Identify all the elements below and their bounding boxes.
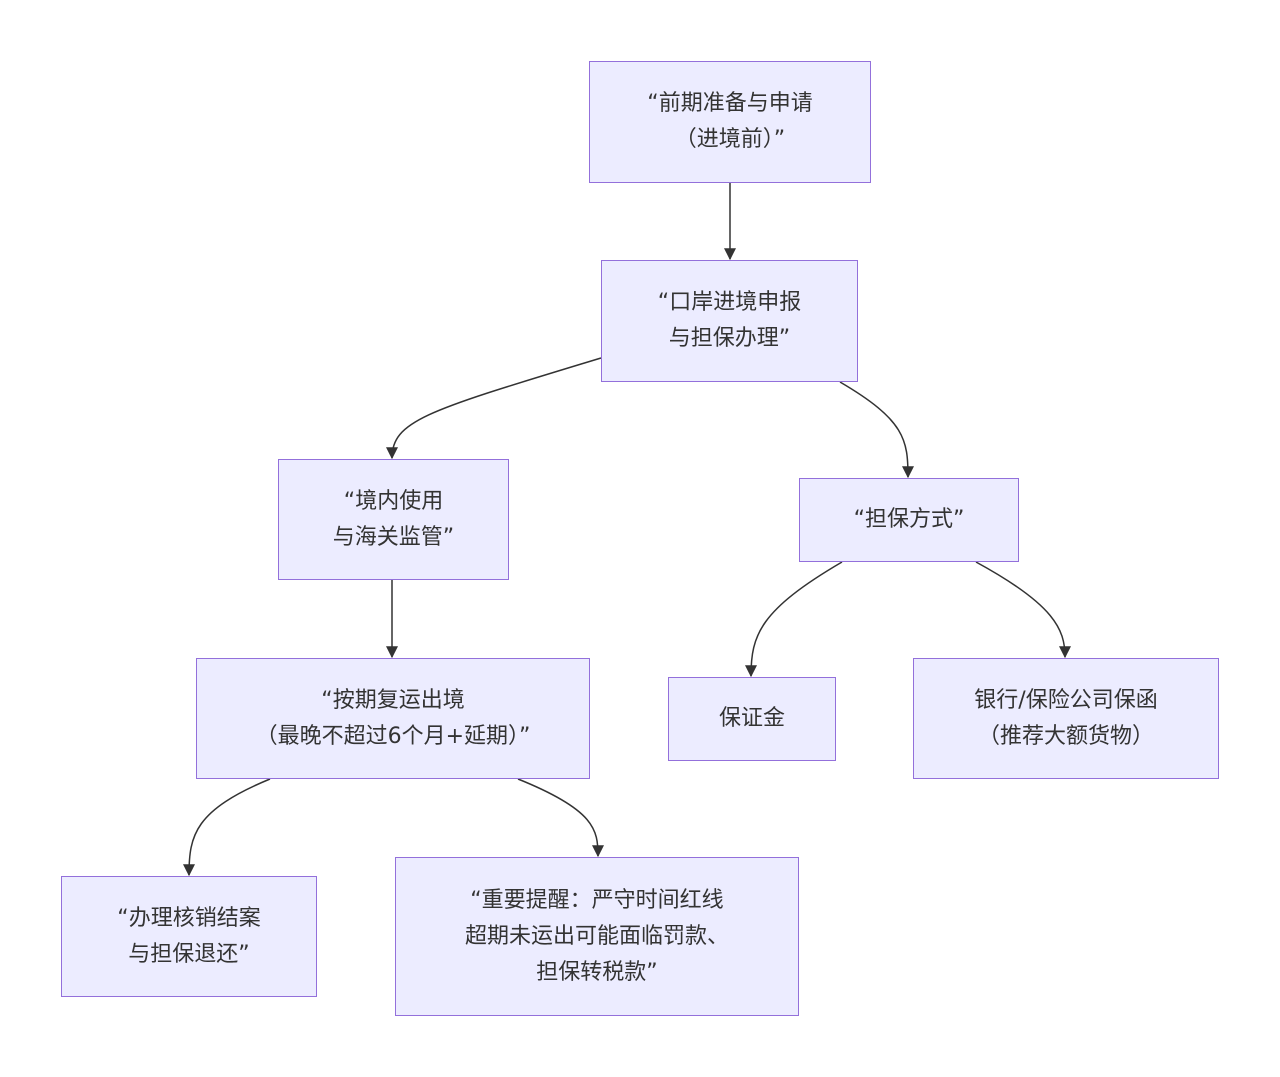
- node-guarantee-methods: “担保方式”: [799, 478, 1019, 562]
- node-line: “重要提醒：严守时间红线: [470, 887, 724, 913]
- edge-n4-n7: [975, 561, 1071, 659]
- node-bank-insurance-guarantee: 银行/保险公司保函 （推荐大额货物）: [913, 658, 1219, 779]
- node-line: “按期复运出境: [321, 687, 465, 713]
- node-line: 保证金: [718, 706, 785, 731]
- edge-n2-n4: [839, 381, 914, 479]
- node-line: 超期未运出可能面临罚款、: [464, 923, 729, 949]
- node-line: （进境前）”: [674, 127, 786, 152]
- node-port-entry-declaration: “口岸进境申报 与担保办理”: [601, 260, 858, 382]
- edge-n5-n9: [517, 778, 604, 858]
- node-line: 与海关监管”: [332, 524, 455, 550]
- node-timely-re-export: “按期复运出境 （最晚不超过6个月+延期）”: [196, 658, 590, 779]
- node-important-reminder: “重要提醒：严守时间红线 超期未运出可能面临罚款、 担保转税款”: [395, 857, 799, 1016]
- node-closing-refund: “办理核销结案 与担保退还”: [61, 876, 317, 997]
- node-line: （推荐大额货物）: [977, 723, 1154, 749]
- node-domestic-use-supervision: “境内使用 与海关监管”: [278, 459, 509, 580]
- node-line: 银行/保险公司保函: [974, 687, 1158, 713]
- node-preparation-application: “前期准备与申请 （进境前）”: [589, 61, 871, 183]
- node-line: 与担保退还”: [128, 941, 250, 967]
- node-line: “境内使用: [343, 488, 444, 514]
- edge-n5-n8: [183, 778, 271, 877]
- node-cash-deposit: 保证金: [668, 677, 836, 761]
- edge-n2-n3: [386, 357, 602, 460]
- node-line: （最晚不超过6个月+延期）”: [255, 723, 531, 749]
- node-line: 担保转税款”: [536, 959, 658, 985]
- edge-n4-n6: [745, 561, 843, 678]
- node-line: 与担保办理”: [668, 326, 791, 351]
- node-line: “办理核销结案: [117, 905, 261, 931]
- node-line: “前期准备与申请: [647, 91, 813, 116]
- node-line: “口岸进境申报: [657, 290, 802, 315]
- node-line: “担保方式”: [853, 507, 965, 532]
